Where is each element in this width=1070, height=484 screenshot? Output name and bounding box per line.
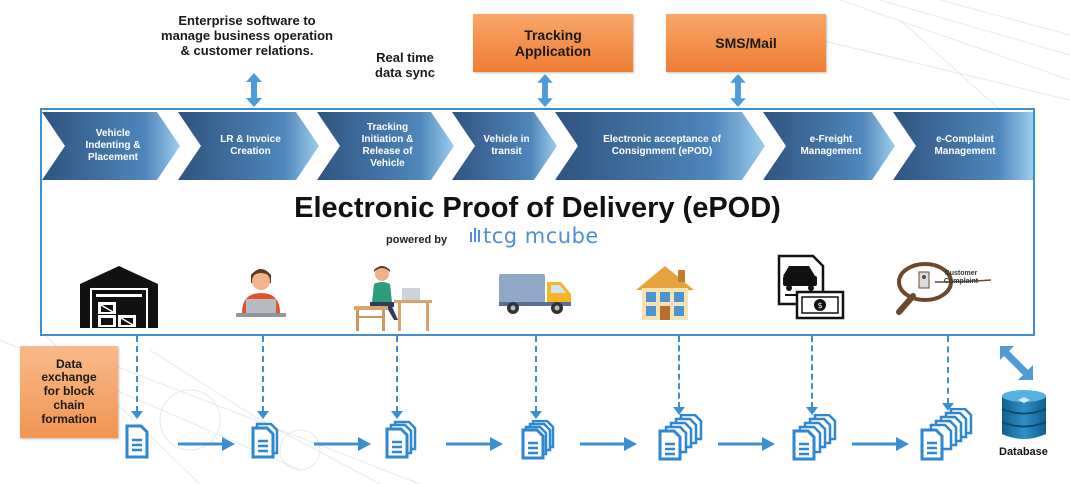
step-line: Management xyxy=(934,146,996,157)
dashed-connector xyxy=(678,336,680,408)
data-exchange-box: Data exchange for block chain formation xyxy=(20,346,118,438)
brand-name: tcg mcube xyxy=(483,224,599,248)
flow-arrow-icon xyxy=(852,437,909,451)
step-line: e-Freight xyxy=(809,134,853,145)
dashed-connector xyxy=(262,336,264,412)
chevron-step-3 xyxy=(317,112,454,180)
dashed-connector xyxy=(535,336,537,412)
process-chevron-strip xyxy=(42,112,1033,180)
enterprise-line: manage business operation xyxy=(161,27,333,43)
person-laptop-icon xyxy=(236,269,286,317)
chevron-step-2 xyxy=(178,112,319,180)
dashed-connector xyxy=(136,336,138,412)
realtime-line: Real time xyxy=(376,50,434,65)
document-stack-icon xyxy=(521,420,555,460)
data-exchange-line: Data xyxy=(55,356,82,371)
database-sync-arrow-icon xyxy=(1000,346,1033,380)
step-line: Management xyxy=(800,146,862,157)
data-exchange-line: chain xyxy=(53,397,85,412)
connector-arrowhead xyxy=(391,411,403,419)
flow-arrow-icon xyxy=(580,437,637,451)
diagram-title: Electronic Proof of Delivery (ePOD) xyxy=(294,192,781,224)
sync-arrow-enterprise-icon xyxy=(246,73,262,107)
chevron-step-1 xyxy=(42,112,180,180)
step-line: Tracking xyxy=(366,122,409,133)
step-line: Vehicle xyxy=(370,158,405,169)
step-line: Release of xyxy=(362,146,413,157)
house-icon xyxy=(636,266,694,320)
person-desk-icon xyxy=(354,266,432,331)
step-line: transit xyxy=(491,146,522,157)
connector-arrowhead xyxy=(673,407,685,415)
chevron-step-7 xyxy=(893,112,1033,180)
complaint-icon-text: Customer xyxy=(945,270,978,277)
step-line: Consignment (ePOD) xyxy=(611,146,713,157)
step-line: Initiation & xyxy=(361,134,414,145)
database-icon xyxy=(1001,390,1047,439)
connector-arrowhead xyxy=(530,411,542,419)
flow-arrow-icon xyxy=(314,437,371,451)
connector-arrowhead xyxy=(942,403,954,411)
enterprise-line: & customer relations. xyxy=(180,42,314,58)
sync-arrow-sms-icon xyxy=(730,73,746,108)
database-label: Database xyxy=(999,446,1048,458)
realtime-line: data sync xyxy=(375,64,435,80)
truck-icon xyxy=(499,274,571,314)
sms-mail-label: SMS/Mail xyxy=(715,34,777,51)
chevron-step-5 xyxy=(555,112,765,180)
connector-arrowhead xyxy=(257,411,269,419)
tracking-app-line: Tracking xyxy=(524,26,582,43)
warehouse-icon xyxy=(80,266,158,328)
chevron-step-6 xyxy=(763,112,895,180)
document-stack-icon xyxy=(385,420,417,459)
flow-arrow-icon xyxy=(446,437,503,451)
step-line: Indenting & xyxy=(85,140,141,151)
step-line: Placement xyxy=(87,152,139,163)
customer-complaint-icon: Customer Complaint xyxy=(896,262,992,315)
data-exchange-line: for block xyxy=(43,384,95,399)
realtime-label: Real time data sync xyxy=(355,50,455,81)
data-exchange-line: exchange xyxy=(41,370,97,385)
connector-arrowhead xyxy=(806,407,818,415)
step-line: Vehicle xyxy=(95,128,131,139)
freight-invoice-icon: $ xyxy=(777,254,845,320)
step-line: e-Complaint xyxy=(936,134,994,145)
sms-mail-box: SMS/Mail xyxy=(666,14,826,72)
tracking-app-line: Application xyxy=(514,43,592,59)
document-stack-icon xyxy=(792,414,837,461)
brand-logo-icon xyxy=(470,228,480,242)
complaint-icon-text: Complaint xyxy=(944,278,979,285)
svg-text:$: $ xyxy=(817,301,822,310)
tracking-application-box: Tracking Application xyxy=(473,14,633,72)
dashed-connector xyxy=(396,336,398,412)
step-line: LR & Invoice xyxy=(220,134,281,145)
document-stack-icon xyxy=(920,408,973,461)
step-line: Creation xyxy=(230,146,271,157)
chevron-step-4 xyxy=(452,112,557,180)
flow-arrow-icon xyxy=(718,437,775,451)
document-icon xyxy=(125,424,149,459)
dashed-connector xyxy=(811,336,813,408)
step-line: Electronic acceptance of xyxy=(603,134,721,145)
document-stack-icon xyxy=(251,422,279,459)
sync-arrow-tracking-icon xyxy=(537,73,553,108)
enterprise-label: Enterprise software to manage business o… xyxy=(132,13,362,59)
powered-by-label: powered by xyxy=(386,234,448,246)
connector-arrowhead xyxy=(131,411,143,419)
data-exchange-line: formation xyxy=(41,411,97,426)
enterprise-line: Enterprise software to xyxy=(178,13,316,28)
dashed-connector xyxy=(947,336,949,404)
step-line: Vehicle in xyxy=(483,134,530,145)
document-stack-icon xyxy=(658,414,703,461)
flow-arrow-icon xyxy=(178,437,235,451)
